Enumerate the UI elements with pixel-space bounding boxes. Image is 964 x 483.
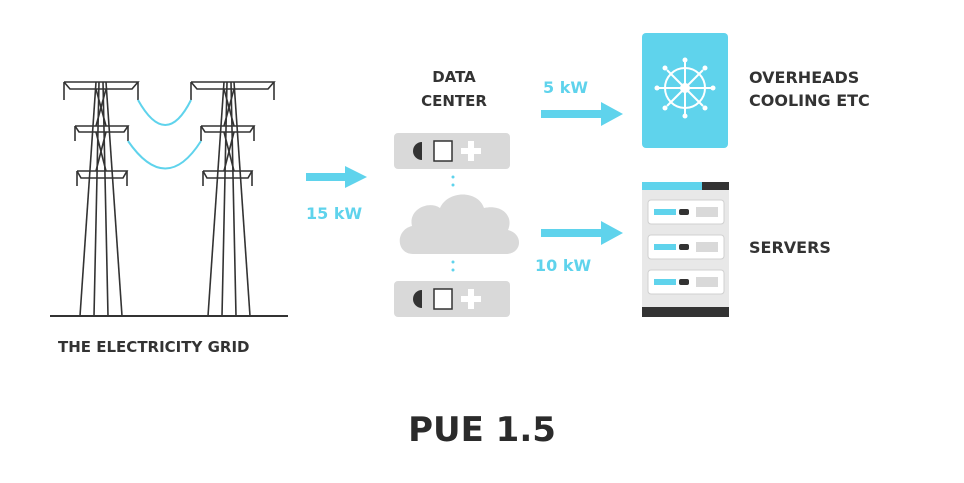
data-center-label: DATA CENTER [406,65,502,113]
arrow-right-icon-servers [541,221,623,245]
server-module-icon-bottom [394,281,510,317]
rack-unit-1 [647,199,725,225]
rack-unit-3 [647,269,725,295]
overheads-label-line1: OVERHEADS [749,68,860,87]
grid-label: THE ELECTRICITY GRID [58,338,250,356]
arrow-right-icon-input [306,166,367,188]
input-power-label: 15 kW [306,204,363,223]
overheads-label-line2: COOLING ETC [749,91,870,110]
dotted-connector [451,175,455,272]
server-module-icon-top [394,133,510,169]
data-center-label-line2: CENTER [421,92,487,110]
data-center-label-line1: DATA [432,68,476,86]
cable-lower [127,140,202,170]
pue-value: PUE 1.5 [408,410,556,450]
snowflake-icon [642,33,728,148]
overheads-label: OVERHEADS COOLING ETC [749,66,870,112]
server-rack-icon [642,182,729,317]
rack-unit-2 [647,234,725,260]
power-tower-icon-left [63,81,140,317]
servers-power-label: 10 kW [535,256,592,275]
servers-label: SERVERS [749,238,831,257]
cable-upper [137,99,192,126]
overheads-power-label: 5 kW [543,78,588,97]
cloud-icon [399,194,520,254]
arrow-right-icon-overheads [541,102,623,126]
power-tower-icon-right [190,81,276,317]
